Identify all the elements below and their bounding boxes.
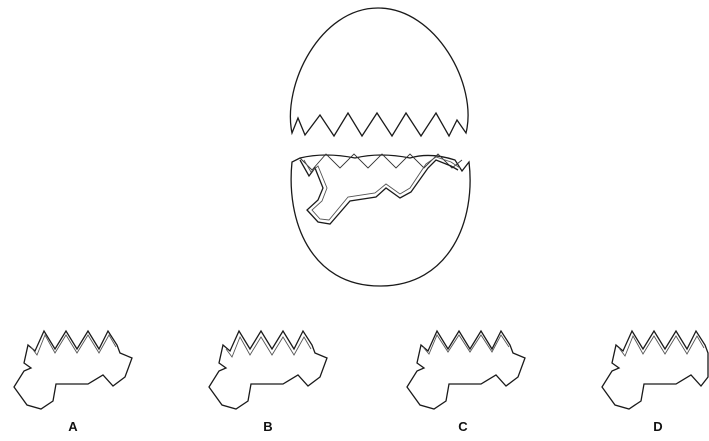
option-piece-d[interactable] [601, 329, 709, 410]
option-label-d: D [653, 419, 663, 434]
egg-top-shell [289, 7, 469, 138]
option-piece-a[interactable] [13, 329, 133, 410]
option-label-c: C [458, 419, 468, 434]
option-piece-b[interactable] [208, 329, 328, 410]
option-piece-c[interactable] [406, 329, 526, 410]
egg-bottom-shell [290, 153, 471, 287]
option-label-a: A [68, 419, 78, 434]
option-label-b: B [263, 419, 273, 434]
